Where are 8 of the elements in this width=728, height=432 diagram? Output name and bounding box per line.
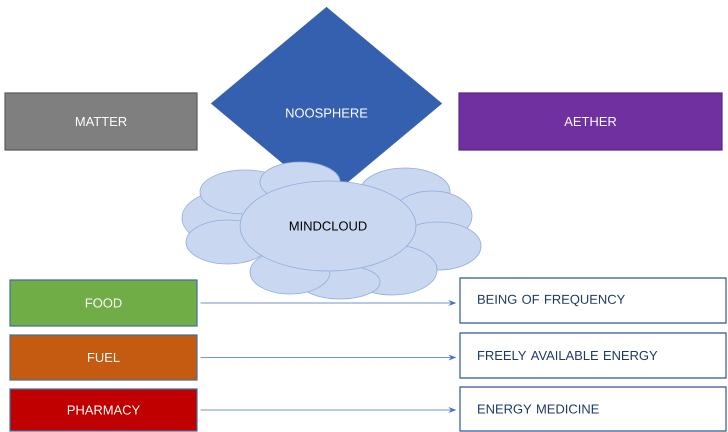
category-box: FOOD — [9, 279, 198, 327]
category-box: PHARMACY — [9, 388, 198, 432]
outcome-box: BEING OF FREQUENCY — [459, 277, 727, 324]
category-box: MATTER — [4, 92, 198, 151]
outcome-box: FREELY AVAILABLE ENERGY — [459, 332, 727, 379]
category-box: AETHER — [458, 92, 723, 151]
outcome-box: ENERGY MEDICINE — [459, 386, 727, 432]
category-box: FUEL — [9, 334, 198, 381]
